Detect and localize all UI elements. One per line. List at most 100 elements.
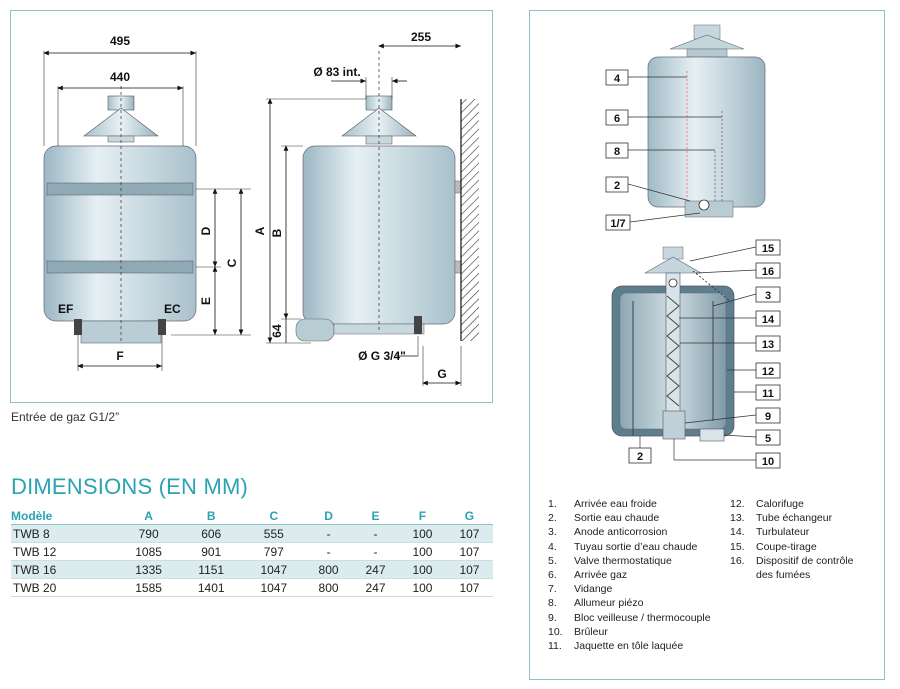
- callout-10: 10: [762, 456, 774, 468]
- legend-item-text: Coupe-tirage: [756, 540, 817, 553]
- cell: 1401: [179, 578, 243, 597]
- table-row: TWB 12 1085 901 797 - - 100 107: [11, 542, 493, 561]
- table-row: TWB 20 1585 1401 1047 800 247 100 107: [11, 578, 493, 597]
- legend-item-number: 8.: [548, 597, 557, 610]
- dim-E-label: E: [199, 297, 213, 305]
- cell: 800: [305, 578, 353, 597]
- header-g: G: [445, 507, 493, 525]
- cell: 107: [445, 578, 493, 597]
- callout-5: 5: [765, 433, 771, 445]
- component-diagram: 4 6 8 2 1/7: [605, 24, 781, 469]
- cell: 800: [305, 560, 353, 579]
- dim-495-label: 495: [110, 34, 130, 48]
- legend-item: 8.Allumeur piézo: [548, 596, 711, 610]
- dim-440-label: 440: [110, 70, 130, 84]
- cell: TWB 8: [11, 524, 118, 543]
- table-row: TWB 8 790 606 555 - - 100 107: [11, 524, 493, 543]
- dimension-drawing: 495 440 D E C EF EC F: [43, 30, 479, 386]
- legend-item-number: 1.: [548, 498, 557, 510]
- legend-item-text: des fumées: [756, 569, 811, 582]
- header-f: F: [399, 507, 446, 525]
- legend-item-number: 6.: [548, 569, 557, 582]
- gas-inlet-note: Entrée de gaz G1/2”: [11, 410, 120, 424]
- legend-item-number: 15.: [730, 540, 745, 553]
- dim-F-label: F: [116, 349, 123, 363]
- legend-item-number: 7.: [548, 583, 557, 596]
- legend-item: 5. Valve thermostatique: [548, 554, 711, 568]
- gas-connection-label: Ø G 3/4": [358, 349, 406, 363]
- legend-item: 16.Dispositif de contrôle: [730, 554, 853, 568]
- legend-item-text: Tuyau sortie d’eau chaude: [574, 540, 698, 553]
- dim-D-label: D: [199, 226, 213, 235]
- cell: TWB 16: [11, 560, 118, 579]
- cell: 901: [179, 542, 243, 561]
- legend-item-number: 5.: [548, 554, 557, 567]
- cell: 100: [399, 560, 446, 579]
- legend-item-number: 9.: [548, 611, 557, 624]
- header-e: E: [352, 507, 399, 525]
- legend-item: 10.Brûleur: [548, 625, 711, 639]
- callout-9: 9: [765, 411, 771, 423]
- legend-item: 4. Tuyau sortie d’eau chaude: [548, 540, 711, 554]
- cell: 790: [117, 524, 180, 543]
- callout-11: 11: [762, 388, 774, 400]
- header-b: B: [179, 507, 243, 525]
- legend-item-number: 2.: [548, 512, 557, 525]
- dim-B-label: B: [270, 228, 284, 237]
- cell: -: [352, 524, 399, 543]
- cell: 606: [179, 524, 243, 543]
- dim-A-label: A: [253, 226, 267, 235]
- legend-item-number: 11.: [548, 640, 562, 653]
- callout-4: 4: [614, 73, 621, 85]
- legend-item-text: Calorifuge: [756, 498, 804, 510]
- legend-item-text: Brûleur: [574, 625, 608, 638]
- callout-8: 8: [614, 146, 620, 158]
- cell: 100: [399, 578, 446, 597]
- ec-label: EC: [164, 302, 181, 316]
- legend-item-number: [730, 568, 756, 582]
- legend-item-number: 12.: [730, 498, 745, 510]
- cell: TWB 12: [11, 542, 118, 561]
- legend-item: 1.Arrivée eau froide: [548, 497, 711, 511]
- callout-14: 14: [762, 314, 775, 326]
- dim-64-label: 64: [270, 324, 284, 338]
- legend-item: 11.Jaquette en tôle laquée: [548, 639, 711, 653]
- cell: 1047: [242, 578, 306, 597]
- cell: 1151: [179, 560, 243, 579]
- cell: 107: [445, 524, 493, 543]
- legend-item-text: Anode anticorrosion: [574, 526, 668, 539]
- cell: 247: [352, 560, 399, 579]
- cell: 797: [242, 542, 306, 561]
- dimensions-title: DIMENSIONS (EN MM): [11, 474, 249, 499]
- cell: 1047: [242, 560, 306, 579]
- header-model: Modèle: [11, 507, 118, 525]
- legend-item: 6. Arrivée gaz: [548, 568, 711, 582]
- cell: -: [305, 524, 353, 543]
- cell: TWB 20: [11, 578, 118, 597]
- front-view: 495 440 D E C EF EC F: [43, 34, 251, 371]
- legend-item-number: 4.: [548, 540, 557, 553]
- legend-item: 14.Turbulateur: [730, 525, 853, 539]
- callout-12: 12: [762, 366, 774, 378]
- exterior-view: [647, 24, 766, 218]
- legend-item: 12. Calorifuge: [730, 497, 853, 511]
- cell: 107: [445, 560, 493, 579]
- cell: 100: [399, 542, 446, 561]
- ef-label: EF: [58, 302, 73, 316]
- cell: 100: [399, 524, 446, 543]
- legend-item-number: 16.: [730, 554, 745, 567]
- dim-C-label: C: [225, 258, 239, 267]
- legend-item: des fumées: [730, 568, 853, 582]
- legend-item: 9.Bloc veilleuse / thermocouple: [548, 611, 711, 625]
- cell: 1585: [117, 578, 180, 597]
- legend-item-text: Arrivée gaz: [574, 569, 628, 582]
- callout-16: 16: [762, 266, 774, 278]
- component-diagram-panel: 4 6 8 2 1/7: [529, 10, 885, 680]
- callout-2-bottom: 2: [637, 451, 643, 463]
- cell: 247: [352, 578, 399, 597]
- legend-item-text: Vidange: [574, 583, 613, 596]
- side-view: 255 Ø 83 int. A B 64 Ø G 3/4": [253, 30, 479, 386]
- legend-item-text: Valve thermostatique: [574, 554, 672, 567]
- cell: 555: [242, 524, 306, 543]
